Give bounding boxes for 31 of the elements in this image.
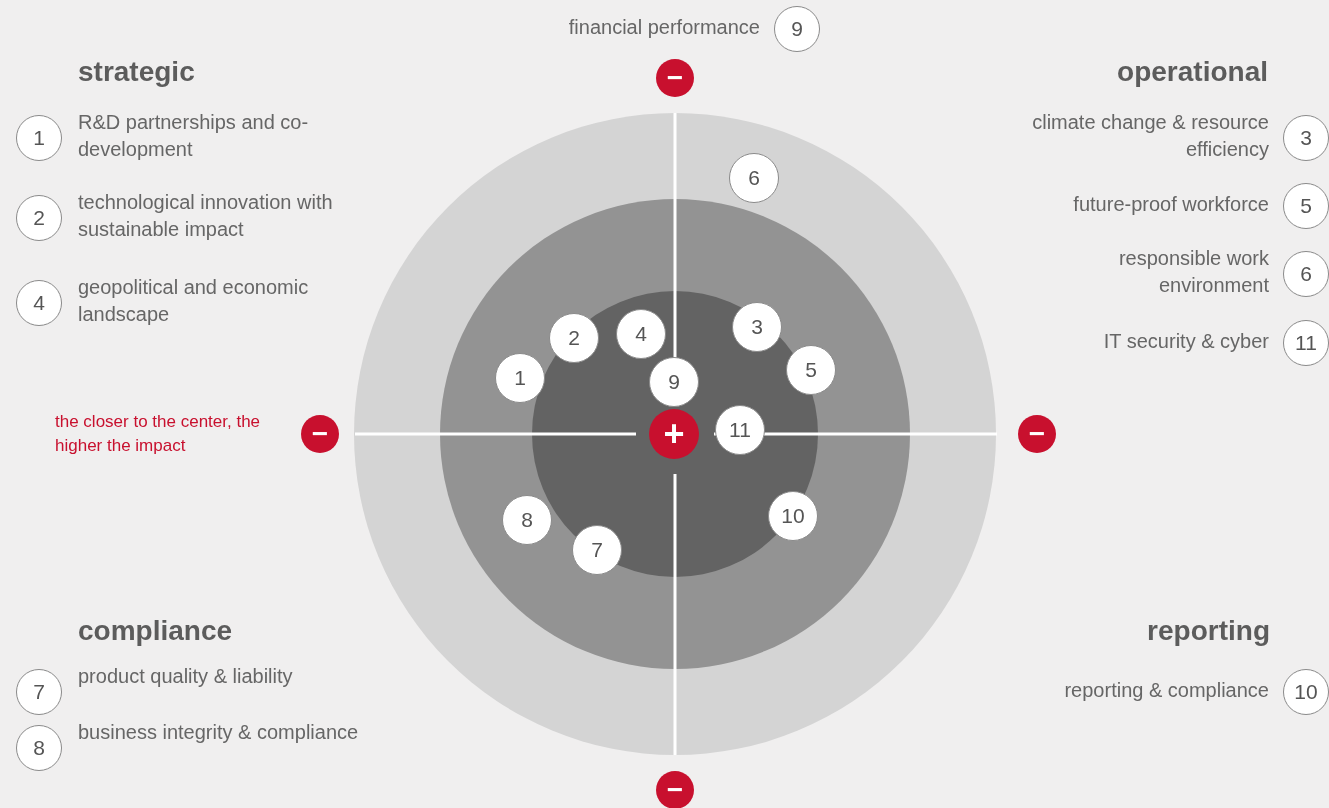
minus-badge: −	[301, 415, 339, 453]
number-circle: 5	[1283, 183, 1329, 229]
category-heading: strategic	[78, 56, 195, 88]
risk-label: future-proof workforce	[1073, 191, 1269, 217]
number-circle: 8	[16, 725, 62, 771]
category-heading: operational	[1117, 56, 1268, 88]
number-circle: 10	[1283, 669, 1329, 715]
risk-label: climate change & resource efficiency	[1031, 110, 1269, 162]
number-circle: 4	[16, 280, 62, 326]
number-circle: 3	[1283, 115, 1329, 161]
risk-label: responsible work environment	[1117, 246, 1269, 298]
number-circle: 1	[16, 115, 62, 161]
risk-label: reporting & compliance	[1064, 677, 1269, 703]
category-heading: compliance	[78, 615, 233, 647]
risk-label: IT security & cyber	[1103, 328, 1269, 354]
risk-label: R&D partnerships and co-development	[78, 110, 310, 162]
number-circle: 2	[16, 195, 62, 241]
number-circle: 9	[774, 6, 820, 52]
risk-label: financial performance	[568, 14, 760, 40]
minus-badge: −	[656, 59, 694, 97]
number-circle: 6	[1283, 251, 1329, 297]
risk-label: business integrity & compliance	[78, 720, 360, 745]
risk-label: product quality & liability	[78, 664, 294, 689]
category-heading: reporting	[1147, 615, 1270, 647]
risk-label: technological innovation with sustainable impact	[78, 190, 334, 242]
minus-badge: −	[656, 771, 694, 808]
number-circle: 7	[16, 669, 62, 715]
minus-badge: −	[1018, 415, 1056, 453]
impact-note: the closer to the center, the higher the impact	[55, 411, 262, 457]
risk-label: geopolitical and economic landscape	[78, 275, 310, 327]
number-circle: 11	[1283, 320, 1329, 366]
